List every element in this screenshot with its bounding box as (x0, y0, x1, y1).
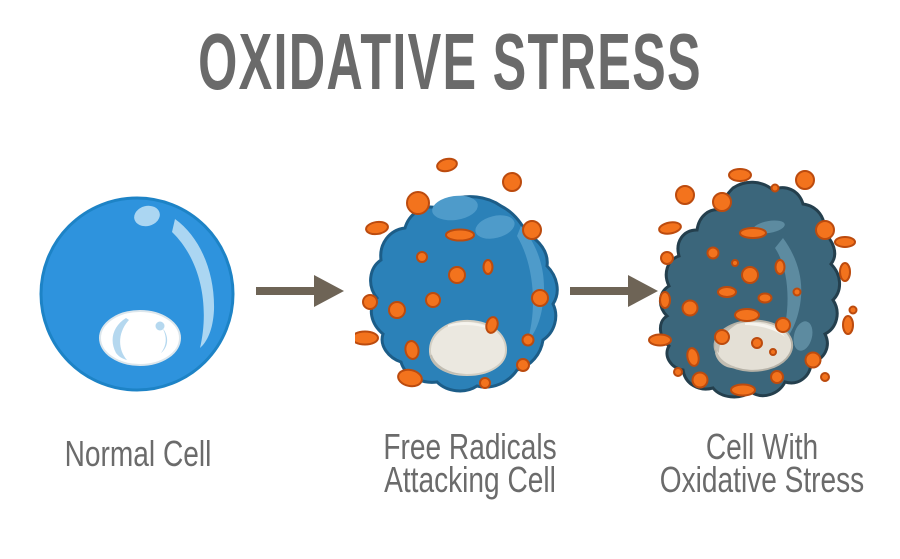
free-radicals-attacking-cell-illustration (355, 157, 559, 393)
arrow-right-icon (256, 275, 344, 307)
cell-membrane (369, 195, 559, 393)
stage-label-free-radicals-attacking-cell: Free Radicals Attacking Cell (383, 426, 557, 500)
arrow-right-icon (570, 275, 658, 307)
stage-label-normal-cell: Normal Cell (64, 433, 212, 474)
nucleus (99, 310, 181, 366)
page-title: OXIDATIVE STRESS (198, 17, 702, 106)
free-radicals (355, 157, 549, 389)
cell-highlight (432, 195, 545, 342)
free-radicals (648, 168, 858, 397)
stage-label-cell-with-oxidative-stress: Cell With Oxidative Stress (659, 426, 865, 500)
nucleus (428, 319, 508, 377)
cell-with-oxidative-stress-illustration (648, 168, 858, 399)
cell-highlight (753, 220, 813, 351)
cell-highlight (134, 205, 215, 348)
normal-cell-illustration (39, 196, 235, 392)
